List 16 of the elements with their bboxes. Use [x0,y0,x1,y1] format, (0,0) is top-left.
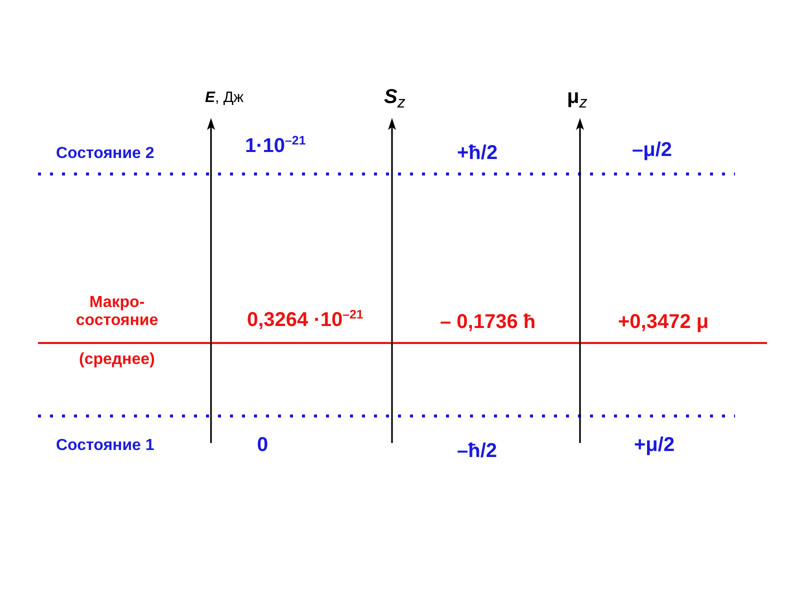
state-label: Состояние 2 [56,145,154,164]
macro-state-label: Макро-состояние [74,294,160,331]
axis-title: μ$_{z}$ [567,86,588,109]
energy-value: 0 [257,434,268,457]
spin-value: +ħ/2 [457,142,498,165]
state-label: Состояние 1 [56,437,154,456]
axis-title: E, Дж [205,89,244,106]
axis-title: S$_{z}$ [384,86,406,109]
spin-value: – 0,1736 ħ [440,311,536,334]
energy-value: 1·10$^{–21}$ [245,135,306,158]
spin-value: –ħ/2 [457,440,498,463]
moment-value: +μ/2 [634,434,675,457]
energy-value: 0,3264 ·10$^{–21}$ [247,309,364,332]
average-label: (среднее) [79,351,155,370]
moment-value: +0,3472 μ [618,311,709,334]
moment-value: –μ/2 [632,139,672,162]
